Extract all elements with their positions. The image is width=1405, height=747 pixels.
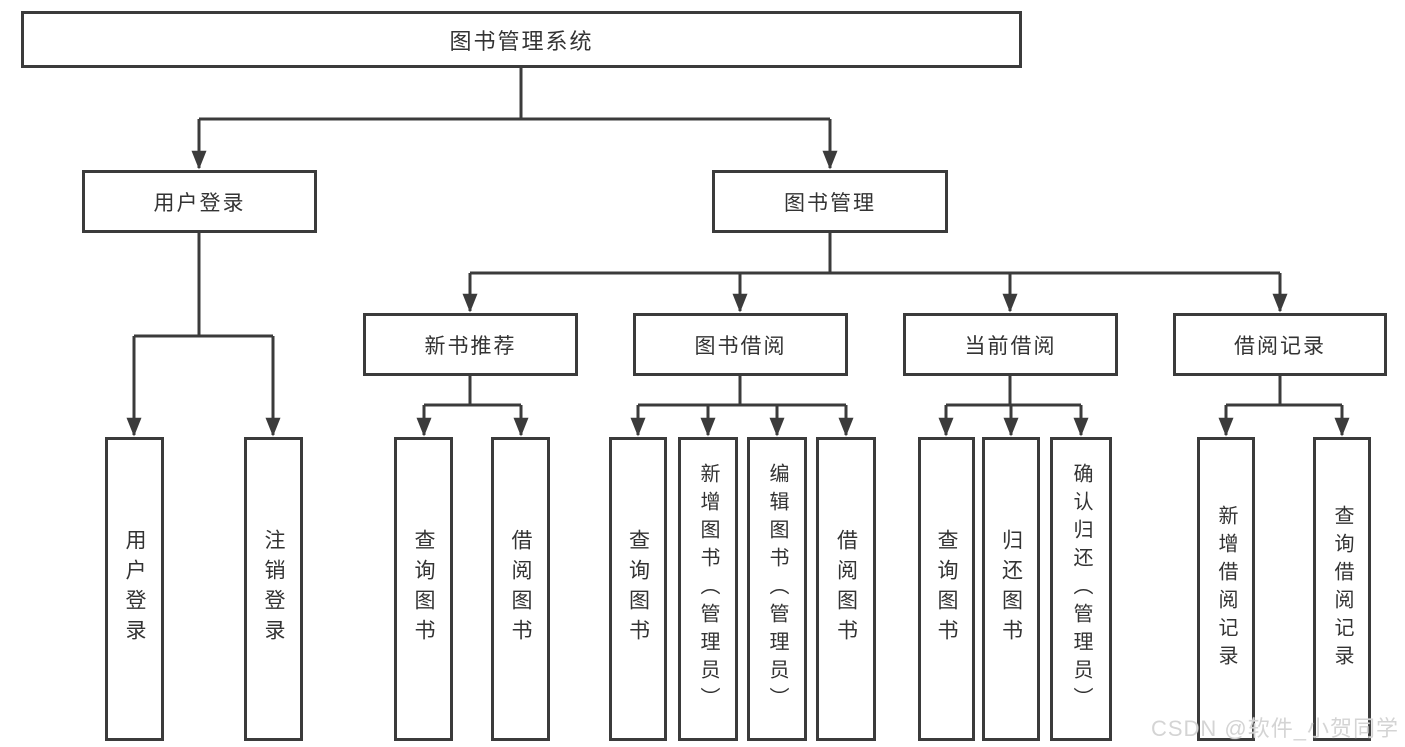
leaf-query-books-recommend: 查询图书 bbox=[394, 437, 453, 741]
leaf-edit-books-admin: 编辑图书（管理员） bbox=[747, 437, 807, 741]
node-book-borrowing-label: 图书借阅 bbox=[694, 334, 787, 358]
leaf-return-books-label: 归还图书 bbox=[999, 529, 1023, 649]
leaf-add-books-admin: 新增图书（管理员） bbox=[678, 437, 738, 741]
leaf-edit-books-admin-label: 编辑图书（管理员） bbox=[766, 463, 788, 715]
node-borrowing-records: 借阅记录 bbox=[1173, 313, 1387, 376]
node-borrowing-records-label: 借阅记录 bbox=[1234, 334, 1326, 358]
node-system-root-label: 图书管理系统 bbox=[449, 28, 594, 54]
node-current-borrowing: 当前借阅 bbox=[903, 313, 1118, 376]
node-system-root: 图书管理系统 bbox=[21, 11, 1022, 68]
leaf-add-borrow-record: 新增借阅记录 bbox=[1197, 437, 1255, 741]
leaf-return-books: 归还图书 bbox=[982, 437, 1040, 741]
csdn-watermark: CSDN @软件_小贺同学 bbox=[1150, 716, 1399, 741]
leaf-query-books-borrow: 查询图书 bbox=[609, 437, 667, 741]
node-user-login-label: 用户登录 bbox=[153, 191, 246, 215]
leaf-borrow-books: 借阅图书 bbox=[816, 437, 876, 741]
node-new-book-recommendation: 新书推荐 bbox=[363, 313, 578, 376]
leaf-query-books-current-label: 查询图书 bbox=[935, 529, 958, 649]
leaf-confirm-return-admin: 确认归还（管理员） bbox=[1050, 437, 1112, 741]
leaf-user-login-label: 用户登录 bbox=[123, 529, 146, 649]
leaf-borrow-books-recommend-label: 借阅图书 bbox=[509, 529, 532, 649]
node-book-management-label: 图书管理 bbox=[784, 191, 876, 215]
node-user-login: 用户登录 bbox=[82, 170, 317, 233]
node-new-book-recommendation-label: 新书推荐 bbox=[424, 334, 517, 358]
leaf-query-books-current: 查询图书 bbox=[918, 437, 975, 741]
leaf-add-borrow-record-label: 新增借阅记录 bbox=[1215, 505, 1237, 673]
leaf-query-borrow-record: 查询借阅记录 bbox=[1313, 437, 1371, 741]
node-book-borrowing: 图书借阅 bbox=[633, 313, 848, 376]
leaf-confirm-return-admin-label: 确认归还（管理员） bbox=[1070, 463, 1092, 715]
leaf-user-login: 用户登录 bbox=[105, 437, 164, 741]
leaf-add-books-admin-label: 新增图书（管理员） bbox=[697, 463, 719, 715]
node-book-management: 图书管理 bbox=[712, 170, 948, 233]
leaf-query-books-borrow-label: 查询图书 bbox=[626, 529, 650, 649]
leaf-borrow-books-recommend: 借阅图书 bbox=[491, 437, 550, 741]
leaf-query-books-recommend-label: 查询图书 bbox=[412, 529, 435, 649]
leaf-query-borrow-record-label: 查询借阅记录 bbox=[1331, 505, 1353, 673]
leaf-borrow-books-label: 借阅图书 bbox=[834, 529, 858, 649]
node-current-borrowing-label: 当前借阅 bbox=[964, 334, 1057, 358]
leaf-logout-label: 注销登录 bbox=[262, 529, 285, 649]
leaf-logout: 注销登录 bbox=[244, 437, 303, 741]
